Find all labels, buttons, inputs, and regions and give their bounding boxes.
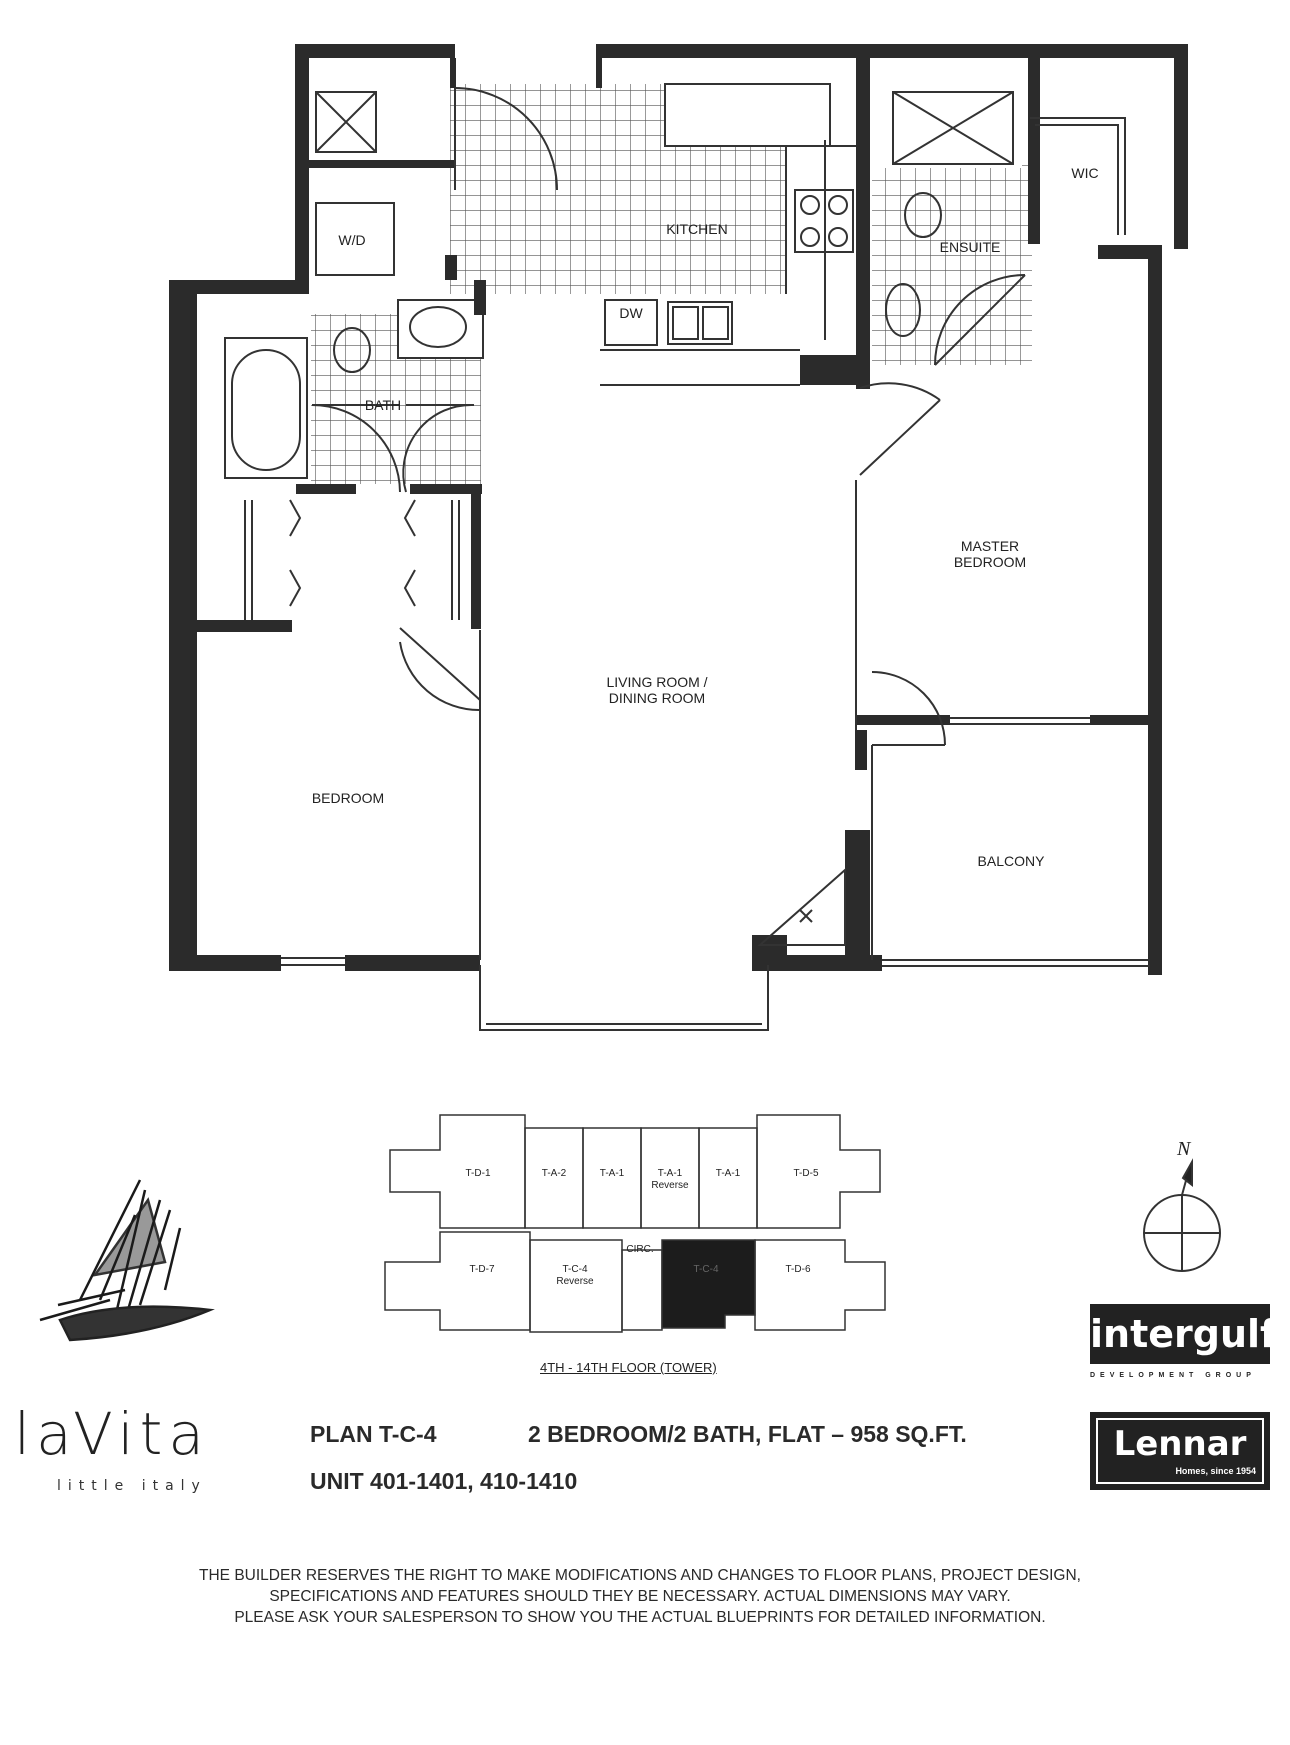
bath-label: BATH	[365, 397, 401, 413]
bedroom-label: BEDROOM	[312, 790, 384, 806]
disclaimer-line: SPECIFICATIONS AND FEATURES SHOULD THEY …	[269, 1588, 1011, 1605]
key-reverse-label: Reverse	[556, 1276, 594, 1287]
living-room-label-line2: DINING ROOM	[609, 690, 705, 706]
walls	[169, 44, 1188, 975]
living-room-label-line1: LIVING ROOM /	[606, 674, 707, 690]
disclaimer-line: THE BUILDER RESERVES THE RIGHT TO MAKE M…	[199, 1567, 1081, 1584]
master-bedroom-label-line1: MASTER	[961, 538, 1019, 554]
walk-in-closet-label: WIC	[1071, 165, 1098, 181]
master-bedroom-label-line2: BEDROOM	[954, 554, 1026, 570]
disclaimer-line: PLEASE ASK YOUR SALESPERSON TO SHOW YOU …	[234, 1609, 1046, 1626]
key-unit-label: T-A-2	[542, 1168, 567, 1179]
ensuite-label: ENSUITE	[940, 239, 1001, 255]
lennar-logo-inner	[1096, 1418, 1264, 1484]
lennar-logo: Lennar Homes, since 1954	[1090, 1412, 1270, 1490]
partitions	[224, 87, 1150, 1031]
compass-north-label: N	[1176, 1138, 1192, 1160]
plan-spec: 2 BEDROOM/2 BATH, FLAT – 958 SQ.FT.	[528, 1421, 967, 1447]
lennar-tagline: Homes, since 1954	[1175, 1466, 1256, 1476]
sailboat-logo-icon	[39, 1179, 211, 1342]
plan-name: PLAN T-C-4	[310, 1421, 437, 1447]
key-circ-label: CIRC.	[626, 1244, 653, 1255]
key-unit-label: T-A-1	[600, 1168, 625, 1179]
key-plan-labels: T-D-1 T-A-2 T-A-1 T-A-1 Reverse T-A-1 T-…	[466, 1168, 819, 1287]
key-unit-label: T-D-6	[786, 1264, 811, 1275]
key-unit-label: T-D-5	[794, 1168, 819, 1179]
intergulf-subtitle: DEVELOPMENT GROUP	[1090, 1372, 1256, 1379]
key-unit-label: T-C-4	[563, 1264, 588, 1275]
lavita-wordmark: laVita	[14, 1400, 210, 1468]
laundry-label: W/D	[338, 232, 365, 248]
key-plan-caption: 4TH - 14TH FLOOR (TOWER)	[540, 1360, 717, 1375]
key-unit-label: T-A-1	[658, 1168, 683, 1179]
compass-icon	[1143, 1158, 1221, 1272]
room-labels: KITCHEN W/D DW ENSUITE WIC BATH MASTER B…	[312, 165, 1099, 869]
lennar-wordmark: Lennar	[1113, 1424, 1247, 1464]
dishwasher-label: DW	[619, 305, 643, 321]
intergulf-logo: intergulf	[1090, 1304, 1277, 1364]
lavita-subtitle: little italy	[57, 1478, 207, 1494]
tile-floors	[311, 83, 1032, 484]
key-unit-label: T-D-7	[470, 1264, 495, 1275]
key-unit-label-highlighted: T-C-4	[694, 1264, 719, 1275]
plan-units: UNIT 401-1401, 410-1410	[310, 1468, 578, 1494]
key-reverse-label: Reverse	[651, 1180, 689, 1191]
key-unit-label: T-D-1	[466, 1168, 491, 1179]
balcony-label: BALCONY	[978, 853, 1046, 869]
kitchen-label: KITCHEN	[666, 221, 727, 237]
key-plan	[384, 1114, 886, 1333]
disclaimer: THE BUILDER RESERVES THE RIGHT TO MAKE M…	[150, 1565, 1130, 1628]
key-unit-label: T-A-1	[716, 1168, 741, 1179]
